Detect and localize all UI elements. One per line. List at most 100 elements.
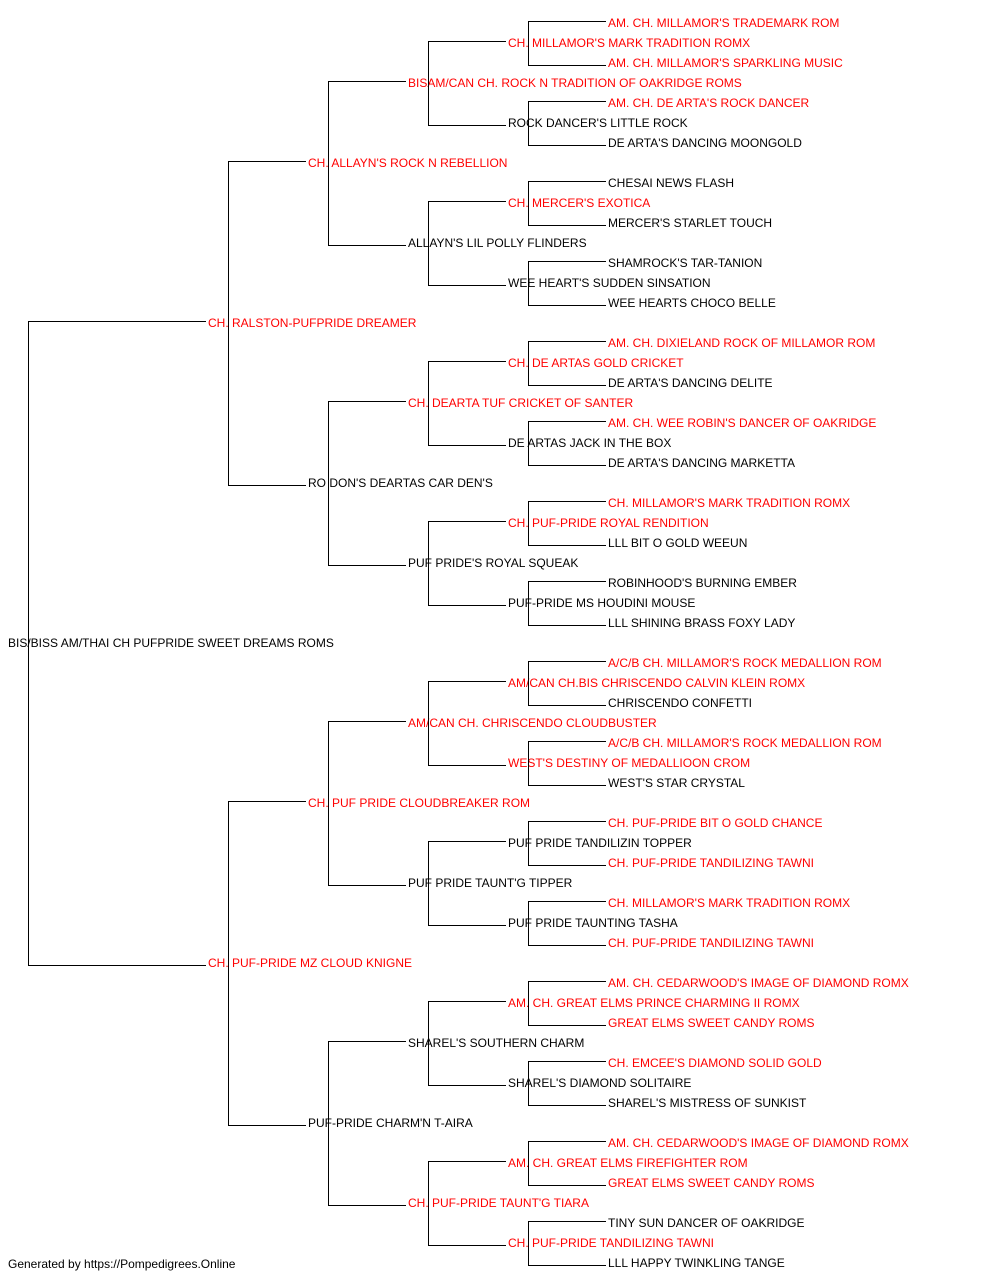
ggg-grandparent-name: GREAT ELMS SWEET CANDY ROMS bbox=[608, 1016, 815, 1030]
pedigree-connector bbox=[428, 1161, 506, 1162]
pedigree-connector bbox=[328, 401, 329, 565]
pedigree-connector bbox=[528, 705, 606, 706]
pedigree-connector bbox=[528, 1221, 529, 1265]
pedigree-connector bbox=[528, 1025, 606, 1026]
pedigree-connector bbox=[528, 1141, 606, 1142]
pedigree-connector bbox=[528, 865, 606, 866]
ggg-grandparent-name: CH. PUF-PRIDE BIT O GOLD CHANCE bbox=[608, 816, 823, 830]
pedigree-connector bbox=[328, 245, 406, 246]
pedigree-connector bbox=[228, 485, 306, 486]
ggg-grandparent-name: CH. EMCEE'S DIAMOND SOLID GOLD bbox=[608, 1056, 822, 1070]
gg-grandparent-name: AM. CH. GREAT ELMS PRINCE CHARMING II RO… bbox=[508, 996, 800, 1010]
pedigree-connector bbox=[528, 21, 529, 65]
parent-name: CH. PUF-PRIDE MZ CLOUD KNIGNE bbox=[208, 956, 413, 970]
pedigree-connector bbox=[428, 1245, 506, 1246]
great-grandparent-name: CH. PUF-PRIDE TAUNT'G TIARA bbox=[408, 1196, 589, 1210]
great-grandparent-name: AM/CAN CH. CHRISCENDO CLOUDBUSTER bbox=[408, 716, 657, 730]
pedigree-connector bbox=[528, 741, 606, 742]
pedigree-connector bbox=[428, 681, 506, 682]
gg-grandparent-name: CH. MERCER'S EXOTICA bbox=[508, 196, 651, 210]
pedigree-connector bbox=[528, 225, 606, 226]
pedigree-connector bbox=[328, 885, 406, 886]
pedigree-connector bbox=[528, 581, 529, 625]
pedigree-connector bbox=[428, 41, 429, 125]
pedigree-connector bbox=[428, 681, 429, 765]
pedigree-connector bbox=[528, 261, 606, 262]
pedigree-connector bbox=[528, 1185, 606, 1186]
pedigree-connector bbox=[528, 981, 529, 1025]
pedigree-connector bbox=[528, 465, 606, 466]
great-grandparent-name: PUF PRIDE'S ROYAL SQUEAK bbox=[408, 556, 579, 570]
pedigree-connector bbox=[528, 101, 606, 102]
pedigree-connector bbox=[428, 41, 506, 42]
gg-grandparent-name: PUF-PRIDE MS HOUDINI MOUSE bbox=[508, 596, 696, 610]
gg-grandparent-name: PUF PRIDE TAUNTING TASHA bbox=[508, 916, 678, 930]
pedigree-connector bbox=[528, 901, 529, 945]
pedigree-connector bbox=[228, 161, 306, 162]
ggg-grandparent-name: DE ARTA'S DANCING DELITE bbox=[608, 376, 773, 390]
pedigree-connector bbox=[528, 21, 606, 22]
pedigree-connector bbox=[528, 741, 529, 785]
pedigree-connector bbox=[428, 361, 506, 362]
pedigree-connector bbox=[528, 101, 529, 145]
footer-credit: Generated by https://Pompedigrees.Online bbox=[8, 1257, 236, 1271]
pedigree-connector bbox=[528, 501, 529, 545]
ggg-grandparent-name: LLL HAPPY TWINKLING TANGE bbox=[608, 1256, 785, 1270]
pedigree-connector bbox=[428, 285, 506, 286]
ggg-grandparent-name: CHRISCENDO CONFETTI bbox=[608, 696, 752, 710]
pedigree-connector bbox=[528, 341, 529, 385]
pedigree-connector bbox=[328, 1041, 406, 1042]
pedigree-connector bbox=[428, 125, 506, 126]
gg-grandparent-name: AM/CAN CH.BIS CHRISCENDO CALVIN KLEIN RO… bbox=[508, 676, 806, 690]
gg-grandparent-name: DE ARTAS JACK IN THE BOX bbox=[508, 436, 672, 450]
pedigree-connector bbox=[428, 925, 506, 926]
ggg-grandparent-name: DE ARTA'S DANCING MARKETTA bbox=[608, 456, 795, 470]
pedigree-connector bbox=[528, 945, 606, 946]
pedigree-connector bbox=[528, 181, 529, 225]
ggg-grandparent-name: A/C/B CH. MILLAMOR'S ROCK MEDALLION ROM bbox=[608, 656, 882, 670]
gg-grandparent-name: CH. MILLAMOR'S MARK TRADITION ROMX bbox=[508, 36, 751, 50]
pedigree-connector bbox=[528, 1265, 606, 1266]
pedigree-connector bbox=[228, 801, 229, 1125]
pedigree-connector bbox=[528, 661, 529, 705]
pedigree-connector bbox=[428, 841, 506, 842]
pedigree-connector bbox=[528, 785, 606, 786]
ggg-grandparent-name: AM. CH. CEDARWOOD'S IMAGE OF DIAMOND ROM… bbox=[608, 1136, 909, 1150]
gg-grandparent-name: CH. PUF-PRIDE TANDILIZING TAWNI bbox=[508, 1236, 715, 1250]
pedigree-connector bbox=[328, 1041, 329, 1205]
pedigree-connector bbox=[428, 445, 506, 446]
ggg-grandparent-name: LLL SHINING BRASS FOXY LADY bbox=[608, 616, 796, 630]
pedigree-connector bbox=[328, 1205, 406, 1206]
pedigree-connector bbox=[528, 981, 606, 982]
pedigree-connector bbox=[328, 565, 406, 566]
pedigree-connector bbox=[428, 201, 429, 285]
pedigree-connector bbox=[528, 421, 529, 465]
pedigree-connector bbox=[528, 181, 606, 182]
pedigree-connector bbox=[28, 965, 206, 966]
great-grandparent-name: CH. DEARTA TUF CRICKET OF SANTER bbox=[408, 396, 634, 410]
pedigree-connector bbox=[328, 81, 406, 82]
grandparent-name: CH. ALLAYN'S ROCK N REBELLION bbox=[308, 156, 508, 170]
gg-grandparent-name: PUF PRIDE TANDILIZIN TOPPER bbox=[508, 836, 692, 850]
grandparent-name: RO DON'S DEARTAS CAR DEN'S bbox=[308, 476, 493, 490]
pedigree-connector bbox=[28, 321, 29, 965]
pedigree-connector bbox=[528, 1061, 606, 1062]
ggg-grandparent-name: DE ARTA'S DANCING MOONGOLD bbox=[608, 136, 802, 150]
ggg-grandparent-name: AM. CH. WEE ROBIN'S DANCER OF OAKRIDGE bbox=[608, 416, 877, 430]
ggg-grandparent-name: LLL BIT O GOLD WEEUN bbox=[608, 536, 748, 550]
pedigree-connector bbox=[328, 81, 329, 245]
ggg-grandparent-name: SHAREL'S MISTRESS OF SUNKIST bbox=[608, 1096, 807, 1110]
great-grandparent-name: SHAREL'S SOUTHERN CHARM bbox=[408, 1036, 585, 1050]
pedigree-connector bbox=[528, 1061, 529, 1105]
ggg-grandparent-name: GREAT ELMS SWEET CANDY ROMS bbox=[608, 1176, 815, 1190]
parent-name: CH. RALSTON-PUFPRIDE DREAMER bbox=[208, 316, 417, 330]
ggg-grandparent-name: CH. PUF-PRIDE TANDILIZING TAWNI bbox=[608, 856, 815, 870]
pedigree-connector bbox=[28, 321, 206, 322]
pedigree-connector bbox=[528, 1141, 529, 1185]
pedigree-connector bbox=[528, 821, 606, 822]
ggg-grandparent-name: AM. CH. MILLAMOR'S SPARKLING MUSIC bbox=[608, 56, 843, 70]
great-grandparent-name: PUF PRIDE TAUNT'G TIPPER bbox=[408, 876, 573, 890]
pedigree-connector bbox=[328, 401, 406, 402]
ggg-grandparent-name: WEE HEARTS CHOCO BELLE bbox=[608, 296, 776, 310]
